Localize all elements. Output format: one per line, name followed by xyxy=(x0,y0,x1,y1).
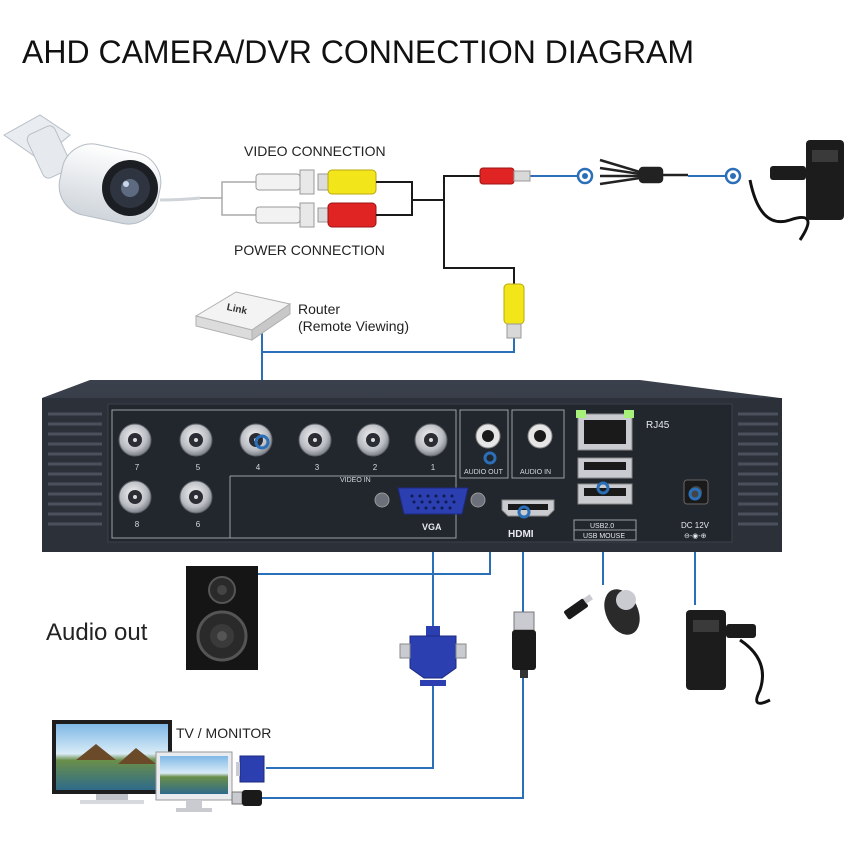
power-splitter-icon xyxy=(599,158,688,186)
usb-node xyxy=(596,481,610,495)
video-connector-male xyxy=(255,169,315,195)
camera-pigtail xyxy=(200,181,256,216)
hdmi-plug-icon xyxy=(512,611,536,678)
router-sublabel: (Remote Viewing) xyxy=(298,318,409,334)
usb-label: USB2.0 xyxy=(590,523,614,530)
bnc-port-8[interactable] xyxy=(118,480,152,514)
dc-node xyxy=(688,487,702,501)
video-in-label: VIDEO IN xyxy=(340,477,371,484)
router-label: Router xyxy=(298,301,340,317)
dc-label: DC 12V xyxy=(681,521,710,530)
power-adapter-icon xyxy=(748,140,844,241)
tv-monitor-label: TV / MONITOR xyxy=(176,725,271,741)
bnc-label-2: 2 xyxy=(373,463,378,472)
speaker-icon xyxy=(186,566,258,670)
dvr-right-vent xyxy=(738,412,778,526)
screw-icon xyxy=(470,492,486,508)
router-icon: Link xyxy=(194,291,292,341)
vga-port-label: VGA xyxy=(422,522,442,532)
usb-port-top[interactable] xyxy=(577,457,633,479)
bnc-port-2[interactable] xyxy=(356,423,390,457)
mouse-icon xyxy=(604,589,640,635)
audio-out-port[interactable] xyxy=(475,423,501,449)
video-connector-yellow xyxy=(317,169,377,195)
power-connection-label: POWER CONNECTION xyxy=(234,242,385,258)
power-connector-male xyxy=(255,202,315,228)
monitor-vga-plug-icon xyxy=(236,755,265,783)
power-adapter-bottom-icon xyxy=(686,610,771,705)
vga-port[interactable] xyxy=(397,487,469,515)
bnc-port-3[interactable] xyxy=(298,423,332,457)
dvr-unit xyxy=(42,380,782,552)
ahd-camera xyxy=(3,114,201,225)
diagram-title: AHD CAMERA/DVR CONNECTION DIAGRAM xyxy=(22,34,694,70)
audio-in-port[interactable] xyxy=(527,423,553,449)
bnc-label-3: 3 xyxy=(315,463,320,472)
bnc-label-4: 4 xyxy=(256,463,261,472)
vga-plug-icon xyxy=(399,626,467,686)
rca-red-plug xyxy=(479,167,531,185)
monitor-hdmi-plug-icon xyxy=(231,790,262,806)
dc-polarity: ⊖-◉-⊕ xyxy=(684,533,707,540)
rj45-port[interactable] xyxy=(576,410,634,451)
bnc-port-6[interactable] xyxy=(179,480,213,514)
bnc-label-7: 7 xyxy=(135,463,140,472)
router-brand: Link xyxy=(226,302,249,317)
tv-icon xyxy=(52,720,172,804)
cable-node-dot xyxy=(582,173,588,179)
video-connection-label: VIDEO CONNECTION xyxy=(244,143,386,159)
hdmi-node xyxy=(517,505,531,519)
rj45-label: RJ45 xyxy=(646,420,670,431)
bnc-port-5[interactable] xyxy=(179,423,213,457)
rca-yellow-plug xyxy=(503,283,525,339)
bnc-label-1: 1 xyxy=(431,463,436,472)
bnc-label-6: 6 xyxy=(196,520,201,529)
bnc-4-connection-node xyxy=(254,434,270,450)
usb-dongle-icon xyxy=(564,594,593,620)
monitor-icon xyxy=(155,751,233,812)
cable-node-dot xyxy=(730,173,736,179)
screw-icon xyxy=(374,492,390,508)
audio-in-port-label: AUDIO IN xyxy=(520,469,551,476)
extension-wires xyxy=(376,175,515,284)
usb-mouse-label: USB MOUSE xyxy=(583,533,625,540)
audio-out-port-label: AUDIO OUT xyxy=(464,469,504,476)
bnc-label-8: 8 xyxy=(135,520,140,529)
bnc-port-7[interactable] xyxy=(118,423,152,457)
bnc-label-5: 5 xyxy=(196,463,201,472)
audio-out-node xyxy=(483,451,497,465)
bnc-port-1[interactable] xyxy=(414,423,448,457)
hdmi-port-label: HDMI xyxy=(508,529,534,540)
audio-out-label: Audio out xyxy=(46,619,148,646)
dvr-left-vent xyxy=(48,412,102,526)
power-connector-red xyxy=(317,202,377,228)
